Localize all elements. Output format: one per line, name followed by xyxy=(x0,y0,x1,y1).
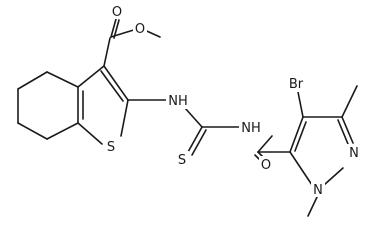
svg-text:NH: NH xyxy=(241,121,261,136)
methyl-ester-group xyxy=(103,18,161,67)
atom-label-thiourea-S: S xyxy=(175,151,189,168)
atom-label-ester-ether-O: O xyxy=(133,20,147,37)
svg-text:O: O xyxy=(261,158,271,173)
atom-label-amine-NH: NH xyxy=(166,92,190,109)
molecule-structure-drawing: O O S NH S NH O Br N N xyxy=(17,3,361,217)
pyrazole-substituents xyxy=(297,85,358,217)
svg-text:S: S xyxy=(107,140,115,155)
svg-text:O: O xyxy=(135,22,145,37)
molecule-canvas: O O S NH S NH O Br N N xyxy=(17,3,361,217)
svg-text:S: S xyxy=(178,153,186,168)
atom-label-pyrazole-N2: N xyxy=(347,144,361,161)
atom-label-bromine: Br xyxy=(285,75,307,92)
atom-label-thiophene-S: S xyxy=(104,137,118,155)
svg-text:N: N xyxy=(313,183,323,198)
cyclohexane-ring xyxy=(17,71,79,140)
atom-label-pyrazole-N1: N xyxy=(311,180,325,198)
svg-text:Br: Br xyxy=(289,77,304,92)
pyrazole-ring xyxy=(289,116,354,186)
svg-text:O: O xyxy=(112,5,122,20)
atom-label-amide-NH: NH xyxy=(239,118,263,136)
svg-text:NH: NH xyxy=(168,94,188,109)
thiophene-ring xyxy=(77,65,129,145)
svg-text:N: N xyxy=(349,146,359,161)
atom-label-amide-O: O xyxy=(259,156,273,173)
atom-label-ester-carbonyl-O: O xyxy=(110,3,124,20)
thiourea-linkage xyxy=(127,99,241,156)
